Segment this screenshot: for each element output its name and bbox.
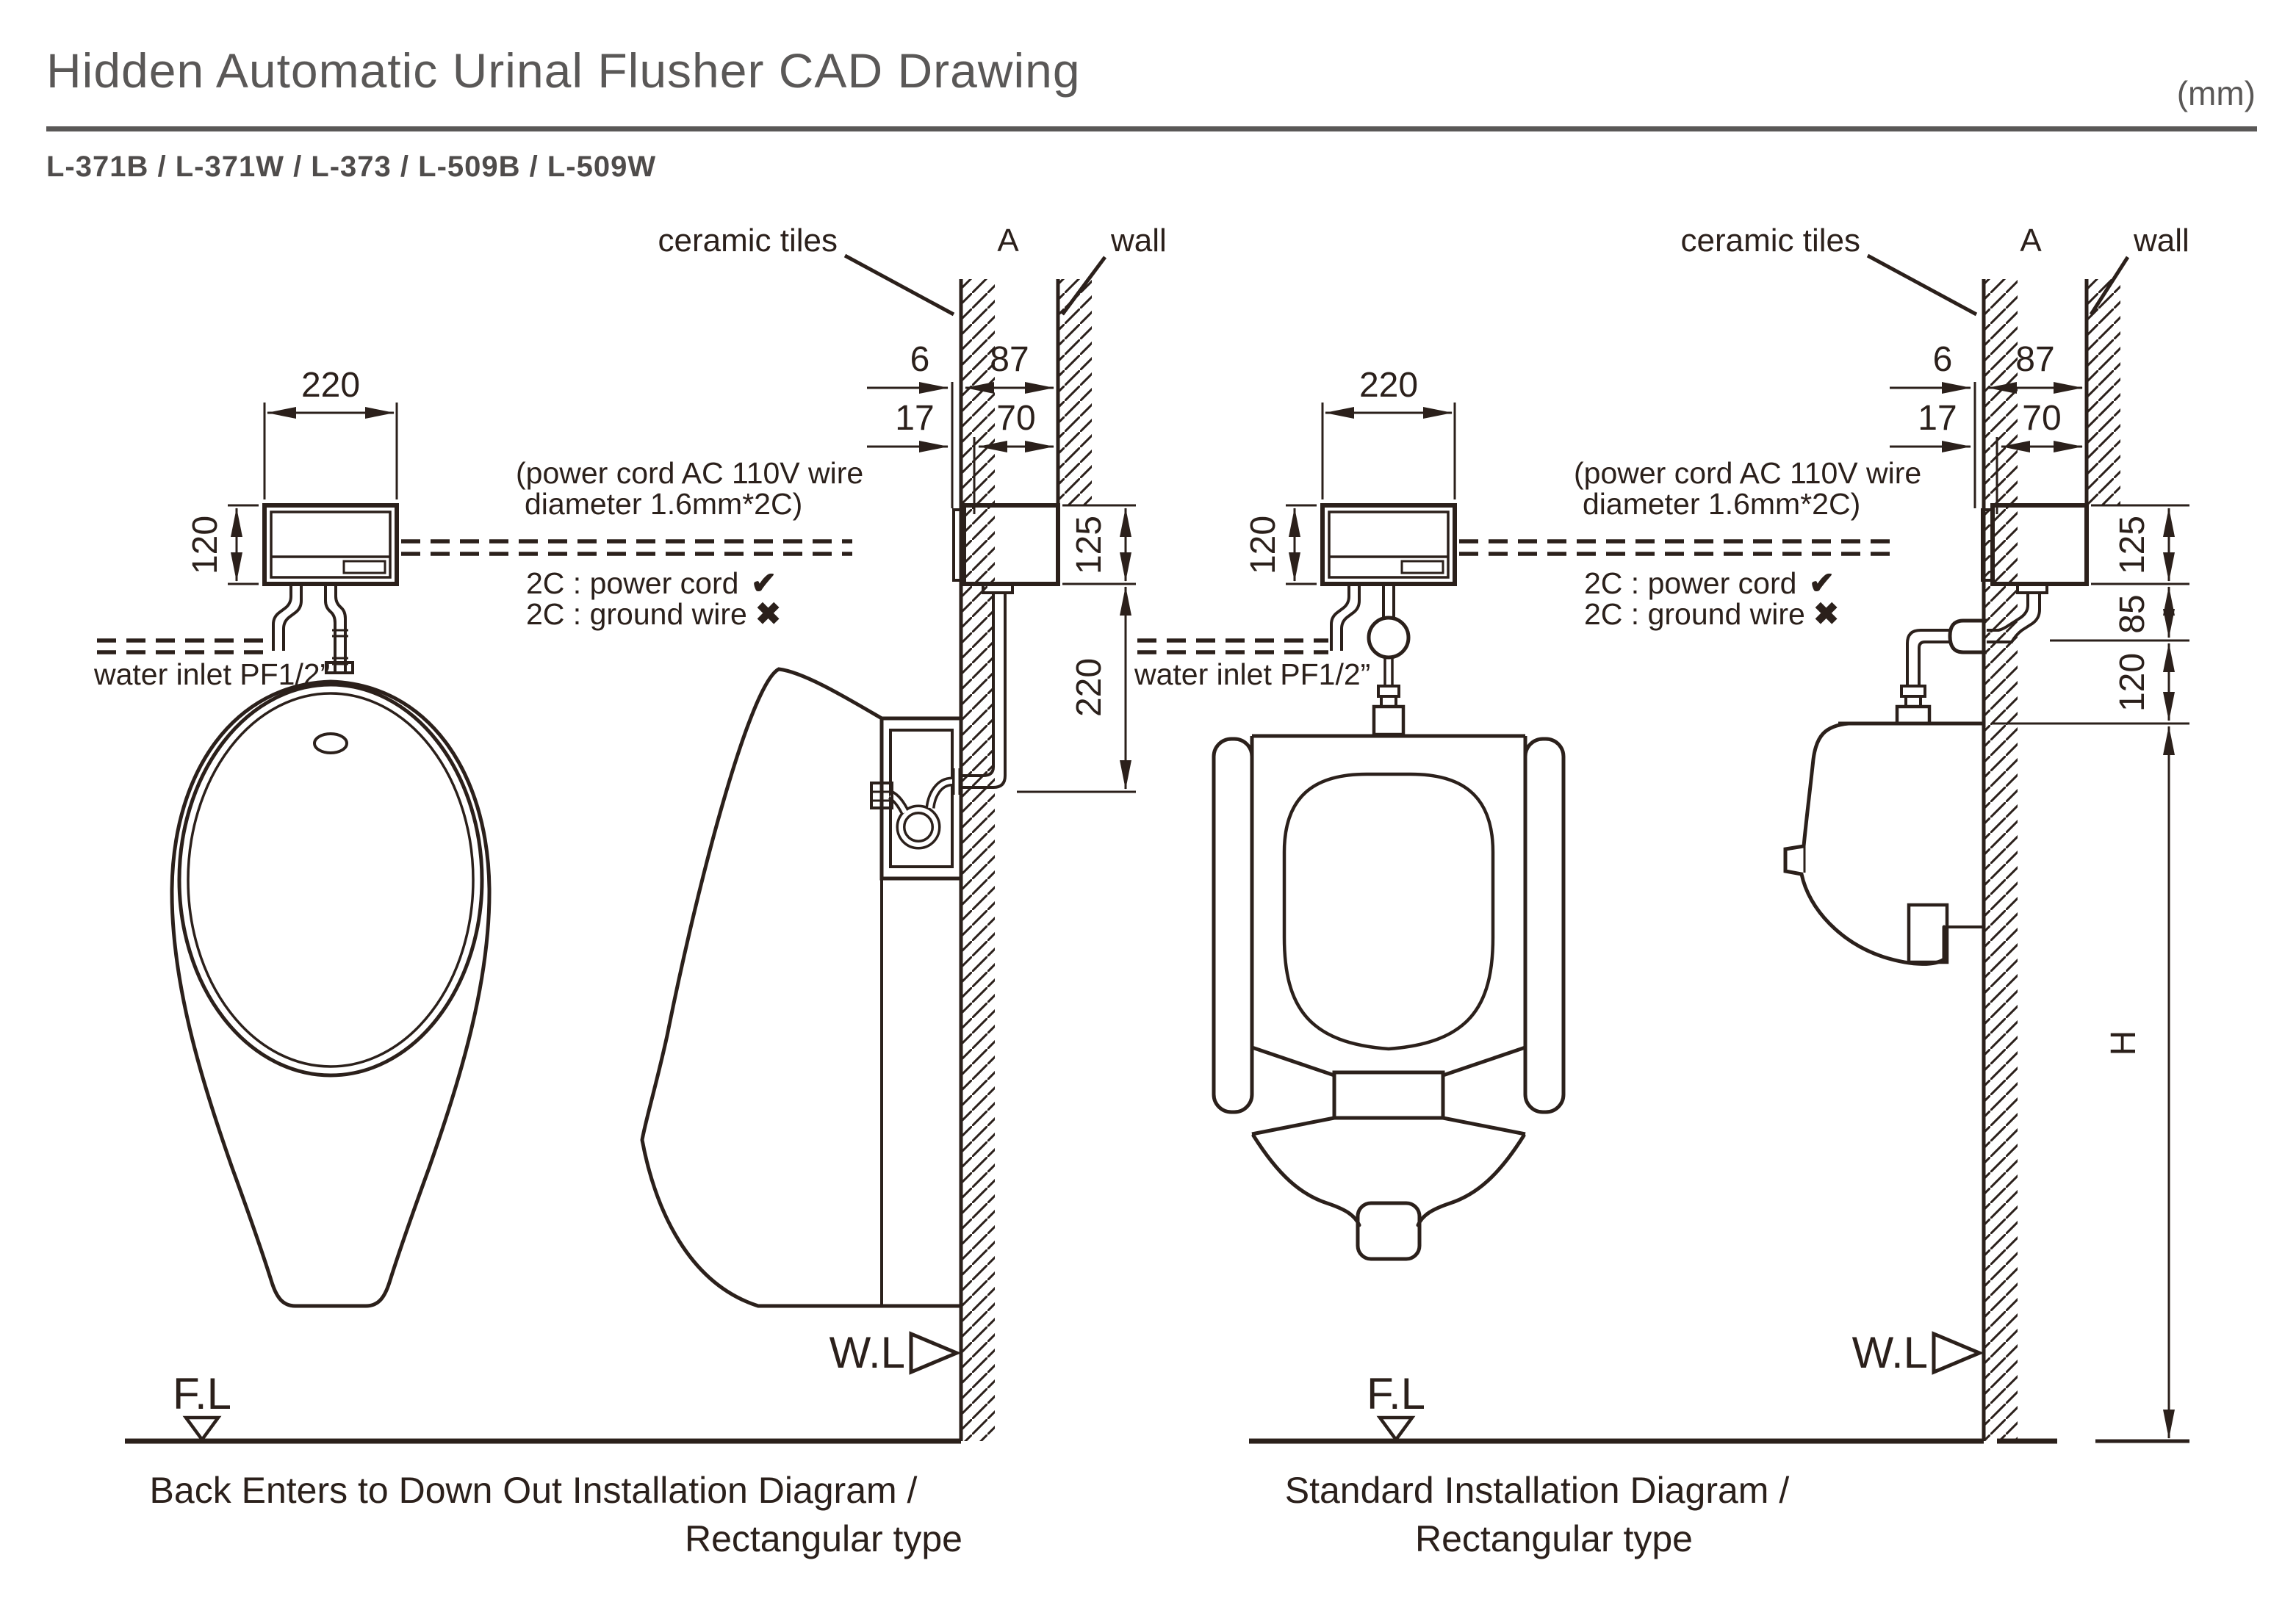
- escutcheon: [1367, 616, 1411, 660]
- dim-87: 87: [990, 340, 1029, 379]
- urinal-front-view: [170, 679, 492, 1308]
- flusher-front-view: [228, 403, 399, 586]
- cavity-label: A: [997, 223, 1019, 259]
- ceramic-tiles-label: ceramic tiles: [658, 223, 838, 259]
- left-diagram: ceramic tiles A wall 6 87 17 70 220 120 …: [93, 223, 1167, 1559]
- left-caption-2: Rectangular type: [685, 1518, 962, 1559]
- power-note-1: (power cord AC 110V wire: [516, 456, 863, 490]
- wall-dimensions: [867, 382, 1054, 452]
- dim-120-height: 120: [1244, 516, 1283, 574]
- legend-ground: 2C : ground wire: [526, 597, 747, 631]
- dim-220-width: 220: [301, 366, 360, 405]
- power-note-1: (power cord AC 110V wire: [1574, 456, 1921, 490]
- dim-85: 85: [2113, 594, 2152, 633]
- dim-6: 6: [1933, 340, 1953, 379]
- right-caption-1: Standard Installation Diagram /: [1285, 1470, 1790, 1511]
- wall-section: [1866, 253, 2130, 1441]
- water-inlet-label: water inlet PF1/2”: [1134, 657, 1370, 691]
- floor-level-label: F.L: [1367, 1369, 1425, 1418]
- power-cord-lines: [1459, 539, 1896, 556]
- model-numbers: L-371B / L-371W / L-373 / L-509B / L-509…: [46, 151, 657, 183]
- side-dimensions: [1993, 504, 2189, 1439]
- power-note-2: diameter 1.6mm*2C): [525, 487, 802, 521]
- wall-level-label: W.L: [1852, 1328, 1928, 1377]
- power-cord-lines: [401, 539, 852, 556]
- legend-power: 2C : power cord: [526, 566, 738, 600]
- floor-level-marker: [182, 1415, 222, 1443]
- side-dimensions: [1017, 504, 1136, 793]
- ceramic-tiles-label: ceramic tiles: [1681, 223, 1861, 259]
- dim-220-drop: 220: [1070, 658, 1109, 717]
- drain-outlet: [1356, 1201, 1422, 1261]
- dim-17: 17: [895, 399, 934, 438]
- cross-icon: ✖: [755, 596, 781, 631]
- unit-label: (mm): [2176, 74, 2256, 112]
- cavity-label: A: [2020, 223, 2042, 259]
- left-caption-1: Back Enters to Down Out Installation Dia…: [150, 1470, 918, 1511]
- legend-power: 2C : power cord: [1584, 566, 1796, 600]
- wall-section: [843, 253, 1107, 1441]
- right-caption-2: Rectangular type: [1415, 1518, 1693, 1559]
- dim-70: 70: [996, 399, 1035, 438]
- dim-125: 125: [2113, 516, 2152, 574]
- wall-label: wall: [2133, 223, 2189, 259]
- dim-17: 17: [1918, 399, 1957, 438]
- legend-ground: 2C : ground wire: [1584, 597, 1805, 631]
- sensor-window: [313, 732, 348, 754]
- dim-87: 87: [2015, 340, 2054, 379]
- dim-120-height: 120: [186, 516, 225, 574]
- urinal-side-view: [1783, 503, 2089, 966]
- dim-125: 125: [1070, 516, 1109, 574]
- floor-level-label: F.L: [173, 1369, 231, 1418]
- check-icon: ✔: [751, 566, 777, 600]
- check-icon: ✔: [1809, 566, 1835, 600]
- wall-label: wall: [1110, 223, 1167, 259]
- wall-level-label: W.L: [829, 1328, 905, 1377]
- wall-level-marker: [1932, 1331, 1984, 1375]
- wall-dimensions: [1890, 382, 2083, 452]
- page-title: Hidden Automatic Urinal Flusher CAD Draw…: [46, 43, 1081, 98]
- water-inlet-label: water inlet PF1/2”: [93, 657, 330, 691]
- dim-220-width: 220: [1359, 366, 1418, 405]
- urinal-side-view: [640, 503, 1060, 1308]
- flusher-front-view: [1286, 403, 1457, 586]
- supply-pipes: [97, 584, 354, 674]
- wall-level-marker: [909, 1331, 962, 1375]
- dim-70: 70: [2022, 399, 2061, 438]
- power-note-2: diameter 1.6mm*2C): [1583, 487, 1860, 521]
- right-diagram: ceramic tiles A wall 6 87 17 70 220 120 …: [1134, 223, 2189, 1559]
- dim-120-drop: 120: [2113, 653, 2152, 712]
- cross-icon: ✖: [1813, 596, 1839, 631]
- dim-6: 6: [910, 340, 930, 379]
- floor-level-marker: [1376, 1415, 1416, 1443]
- title-rule: [46, 126, 2257, 131]
- urinal-front-view: [1212, 734, 1566, 1261]
- dim-H: H: [2104, 1031, 2143, 1056]
